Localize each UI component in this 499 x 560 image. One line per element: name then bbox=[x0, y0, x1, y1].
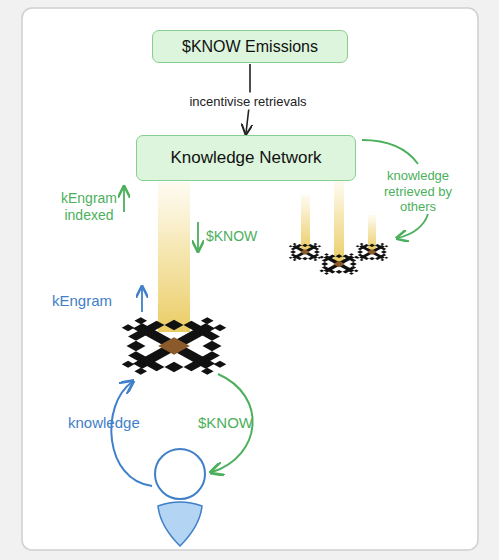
box-label: Knowledge Network bbox=[170, 148, 321, 168]
annotation-label: knowledge retrieved by others bbox=[368, 168, 468, 215]
process-box: $KNOW Emissions bbox=[152, 30, 348, 63]
annotation-label: $KNOW bbox=[206, 228, 266, 245]
annotation-label: $KNOW bbox=[198, 414, 258, 432]
annotation-label: knowledge bbox=[68, 414, 148, 432]
process-box: Knowledge Network bbox=[136, 135, 356, 181]
annotation-label: kEngram bbox=[52, 292, 132, 310]
edge-label: incentivise retrievals bbox=[186, 92, 309, 109]
box-label: $KNOW Emissions bbox=[182, 38, 318, 56]
annotation-label: kEngram indexed bbox=[58, 190, 120, 224]
